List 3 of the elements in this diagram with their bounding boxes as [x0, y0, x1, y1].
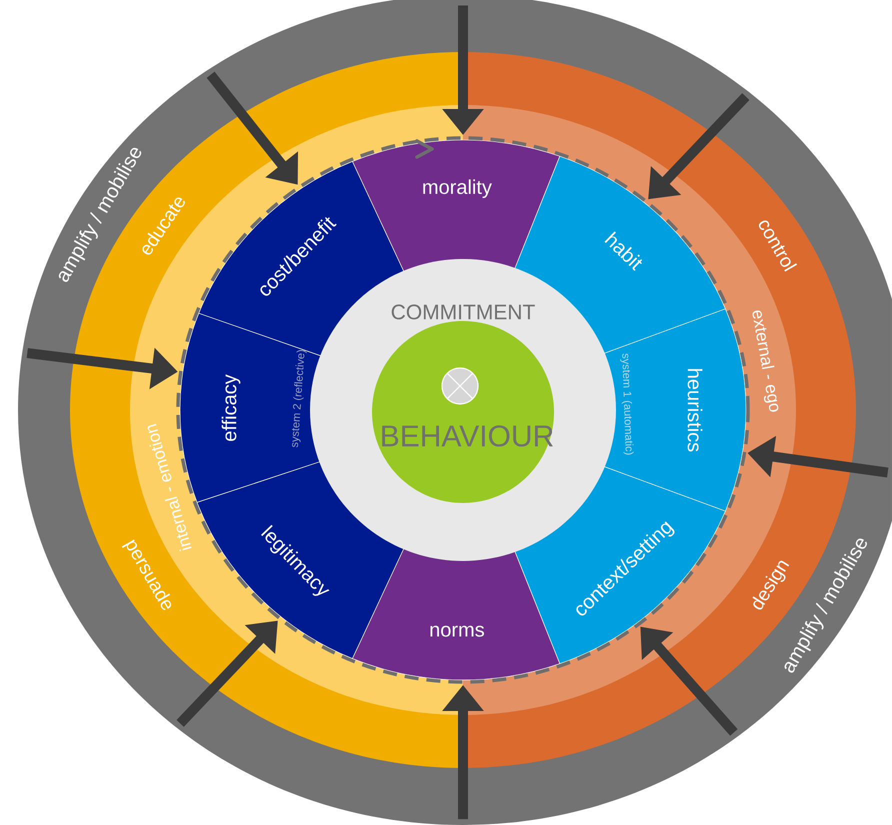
node-label: efficacy: [222, 374, 240, 441]
segment: norms: [352, 538, 560, 680]
segment: morality: [352, 140, 560, 282]
